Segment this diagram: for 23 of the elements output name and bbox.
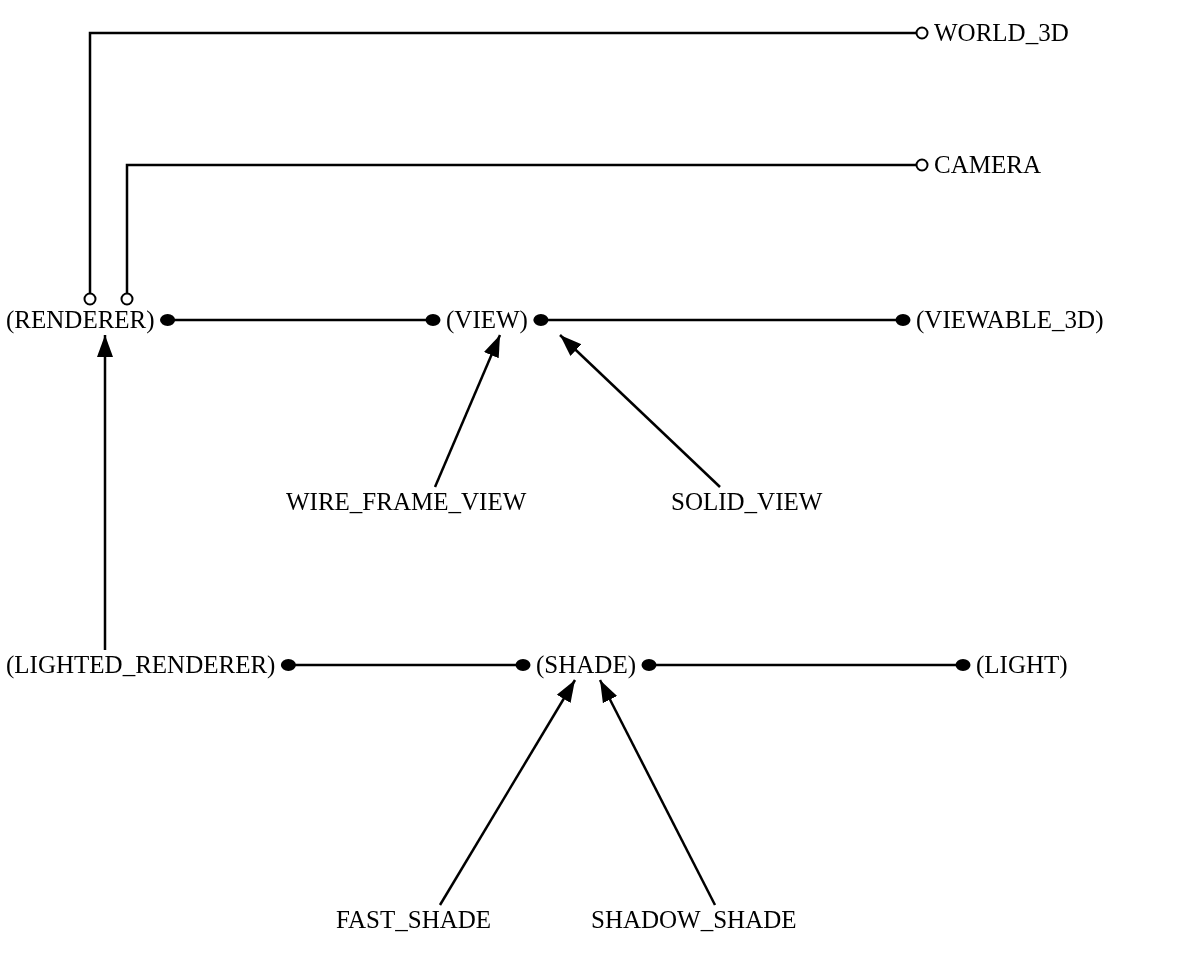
class-name: WORLD_3D (928, 18, 1075, 48)
client-link (83, 26, 929, 306)
client-link (641, 659, 971, 671)
client-link (280, 659, 531, 671)
class-name: SOLID_VIEW (665, 487, 829, 517)
class-name: (VIEW) (440, 305, 534, 335)
inheritance-arrow (598, 679, 717, 906)
inheritance-arrow (438, 679, 577, 906)
inheritance-arrow (433, 334, 502, 488)
class-name: (SHADE) (530, 650, 642, 680)
client-link (120, 158, 929, 306)
class-name: (RENDERER) (0, 305, 161, 335)
class-name: FAST_SHADE (330, 905, 498, 935)
class-name: SHADOW_SHADE (585, 905, 803, 935)
class-name: (VIEWABLE_3D) (910, 305, 1110, 335)
client-link (533, 314, 911, 326)
client-link (160, 314, 441, 326)
inheritance-arrow (559, 334, 721, 488)
inheritance-arrow (97, 335, 113, 650)
class-name: WIRE_FRAME_VIEW (280, 487, 533, 517)
class-name: CAMERA (928, 150, 1047, 180)
class-name: (LIGHT) (970, 650, 1074, 680)
class-name: (LIGHTED_RENDERER) (0, 650, 282, 680)
